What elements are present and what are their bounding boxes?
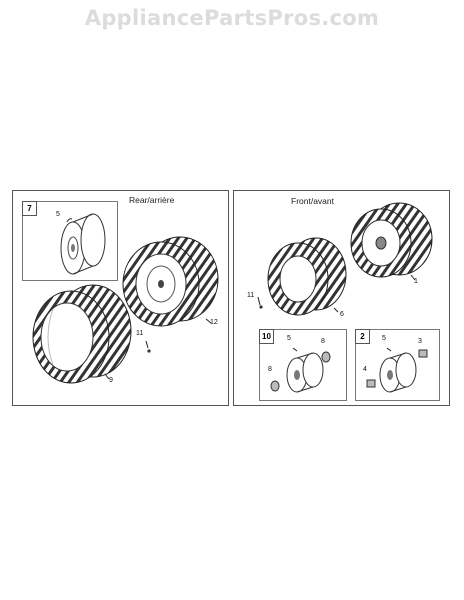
- front-wheels-panel: Front/avant 1 6 11 10: [233, 190, 450, 406]
- inset-2-callout-3: 3: [418, 338, 422, 345]
- inset-10-number: 10: [259, 329, 274, 344]
- rear-inset-number: 7: [22, 201, 37, 216]
- front-callout-1: 1: [414, 278, 418, 285]
- front-hub-inset-2: 2 5 3 4: [355, 329, 440, 401]
- rear-callout-5: 5: [56, 211, 60, 218]
- rear-tire-12-drawing: [32, 236, 219, 384]
- rear-callout-12: 12: [210, 319, 218, 326]
- inset-10-callout-8-right: 8: [321, 338, 325, 345]
- rear-rim-inset: 7 5: [22, 201, 118, 281]
- front-hub-inset-10: 10 5 8 8: [259, 329, 347, 401]
- inset-2-callout-4: 4: [363, 366, 367, 373]
- inset-2-number: 2: [355, 329, 370, 344]
- rear-panel-title: Rear/arrière: [129, 195, 175, 205]
- inset-2-drawing: [366, 347, 428, 393]
- front-callout-6: 6: [340, 311, 344, 318]
- rear-callout-9: 9: [109, 377, 113, 384]
- front-callout-11: 11: [247, 292, 255, 299]
- watermark-logo: AppliancePartsPros.com: [84, 6, 380, 30]
- rear-rim-drawing: [60, 213, 106, 275]
- rear-callout-11: 11: [136, 330, 144, 337]
- inset-10-callout-5: 5: [287, 335, 291, 342]
- front-panel-title: Front/avant: [291, 196, 334, 206]
- rear-wheels-panel: Rear/arrière 7 5: [12, 190, 229, 406]
- front-tires-drawing: [257, 202, 433, 316]
- inset-2-callout-5: 5: [382, 335, 386, 342]
- inset-10-drawing: [270, 347, 331, 393]
- inset-10-callout-8-left: 8: [268, 366, 272, 373]
